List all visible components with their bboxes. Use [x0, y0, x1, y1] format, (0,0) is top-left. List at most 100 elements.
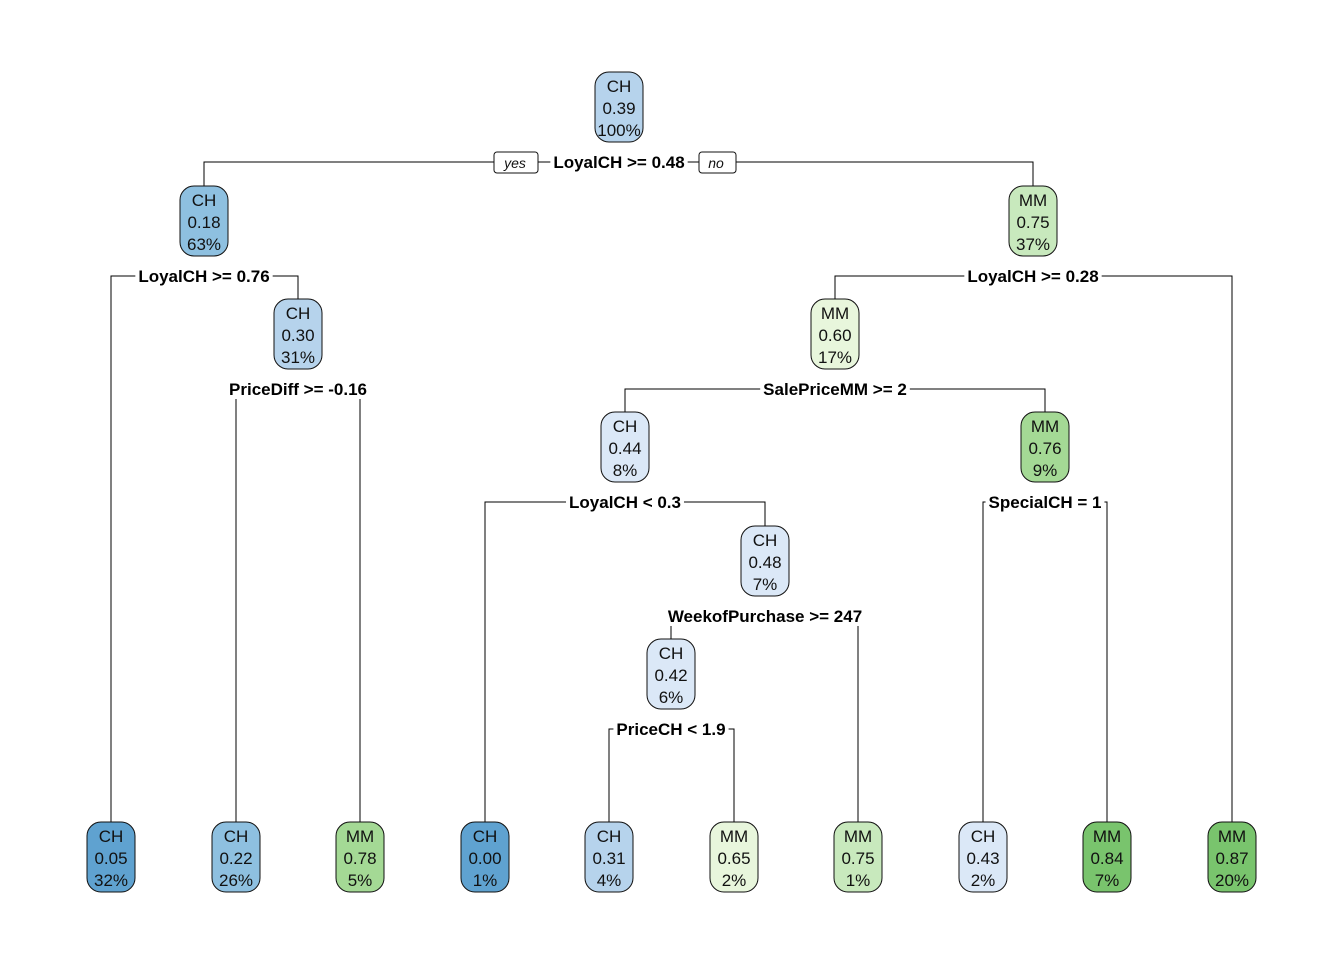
node-box [211, 821, 261, 893]
node-box [646, 638, 696, 710]
tree-edge-n4 [235, 388, 361, 822]
split-label-n4: PriceDiff >= -0.16 [229, 380, 367, 399]
node-box [740, 525, 790, 597]
node-class: CH [99, 827, 124, 846]
tree-node-n1: CH 0.39 100% [594, 71, 644, 143]
tree-edge-n2 [110, 275, 299, 822]
node-class: CH [607, 77, 632, 96]
split-label-bg-n2 [135, 267, 273, 286]
yes-label-box [493, 151, 539, 174]
node-box [460, 821, 510, 893]
node-probability: 0.75 [1016, 213, 1049, 232]
node-class: MM [1019, 191, 1047, 210]
node-percentage: 31% [281, 348, 315, 367]
leaf-node-l3: MM0.785% [335, 821, 385, 893]
node-box [335, 821, 385, 893]
node-class: MM [844, 827, 872, 846]
split-label-bg-n4 [226, 380, 370, 399]
tree-edge-n8 [670, 615, 859, 822]
node-probability: 0.31 [592, 849, 625, 868]
split-label-n2: LoyalCH >= 0.76 [138, 267, 269, 286]
node-percentage: 17% [818, 348, 852, 367]
node-probability: 0.87 [1215, 849, 1248, 868]
node-probability: 0.48 [748, 553, 781, 572]
node-class: MM [1093, 827, 1121, 846]
node-box [584, 821, 634, 893]
node-probability: 0.22 [219, 849, 252, 868]
split-label-n9: PriceCH < 1.9 [616, 720, 725, 739]
tree-nodes: CH 0.39 100% CH 0.18 63% MM 0.75 37% CH 0.30 31% MM 0… [86, 71, 1257, 893]
node-percentage: 4% [597, 871, 622, 890]
node-probability: 0.43 [966, 849, 999, 868]
split-label-bg-n7 [985, 493, 1105, 512]
tree-edge-n3 [834, 275, 1233, 822]
node-class: MM [720, 827, 748, 846]
node-probability: 0.39 [602, 99, 635, 118]
node-percentage: 100% [597, 121, 640, 140]
node-probability: 0.42 [654, 666, 687, 685]
split-label-bg-n5 [760, 380, 910, 399]
node-probability: 0.78 [343, 849, 376, 868]
node-box [86, 821, 136, 893]
node-percentage: 7% [753, 575, 778, 594]
node-box [810, 298, 860, 370]
node-percentage: 26% [219, 871, 253, 890]
node-box [1020, 411, 1070, 483]
node-box [833, 821, 883, 893]
node-percentage: 1% [846, 871, 871, 890]
leaf-node-l2: CH 0.22 26% [211, 821, 261, 893]
tree-edge-n7 [982, 501, 1108, 822]
node-class: CH [613, 417, 638, 436]
split-label-n1: LoyalCH >= 0.48 [553, 153, 684, 172]
node-probability: 0.76 [1028, 439, 1061, 458]
node-class: CH [971, 827, 996, 846]
leaf-node-l6: MM0.652% [709, 821, 759, 893]
split-label-n5: SalePriceMM >= 2 [763, 380, 907, 399]
node-class: CH [597, 827, 622, 846]
node-percentage: 20% [1215, 871, 1249, 890]
node-class: MM [1031, 417, 1059, 436]
split-label-bg-n1 [550, 153, 688, 172]
node-probability: 0.75 [841, 849, 874, 868]
split-label-bg-n3 [964, 267, 1102, 286]
tree-node-n4: CH 0.30 31% [273, 298, 323, 370]
node-class: CH [192, 191, 217, 210]
node-class: CH [286, 304, 311, 323]
tree-edge-n6 [484, 501, 766, 822]
node-probability: 0.65 [717, 849, 750, 868]
split-label-n3: LoyalCH >= 0.28 [967, 267, 1098, 286]
leaf-node-l5: CH 0.31 4% [584, 821, 634, 893]
split-label-n8: WeekofPurchase >= 247 [668, 607, 862, 626]
leaf-node-l7: MM 0.75 1% [833, 821, 883, 893]
node-probability: 0.44 [608, 439, 641, 458]
node-probability: 0.00 [468, 849, 501, 868]
node-probability: 0.05 [94, 849, 127, 868]
node-probability: 0.18 [187, 213, 220, 232]
node-box [709, 821, 759, 893]
node-percentage: 2% [971, 871, 996, 890]
node-percentage: 6% [659, 688, 684, 707]
tree-node-n7: MM0.769% [1020, 411, 1070, 483]
node-percentage: 37% [1016, 235, 1050, 254]
node-probability: 0.84 [1090, 849, 1123, 868]
node-percentage: 5% [348, 871, 373, 890]
node-percentage: 63% [187, 235, 221, 254]
node-box [600, 411, 650, 483]
no-label: no [708, 155, 724, 171]
node-percentage: 8% [613, 461, 638, 480]
node-box [1207, 821, 1257, 893]
node-class: CH [224, 827, 249, 846]
node-class: CH [753, 531, 778, 550]
no-label-box [698, 151, 737, 174]
yes-no-labels: yes no [493, 151, 737, 174]
node-probability: 0.60 [818, 326, 851, 345]
node-class: MM [821, 304, 849, 323]
node-box [273, 298, 323, 370]
split-label-n7: SpecialCH = 1 [989, 493, 1102, 512]
node-probability: 0.30 [281, 326, 314, 345]
split-label-n6: LoyalCH < 0.3 [569, 493, 681, 512]
